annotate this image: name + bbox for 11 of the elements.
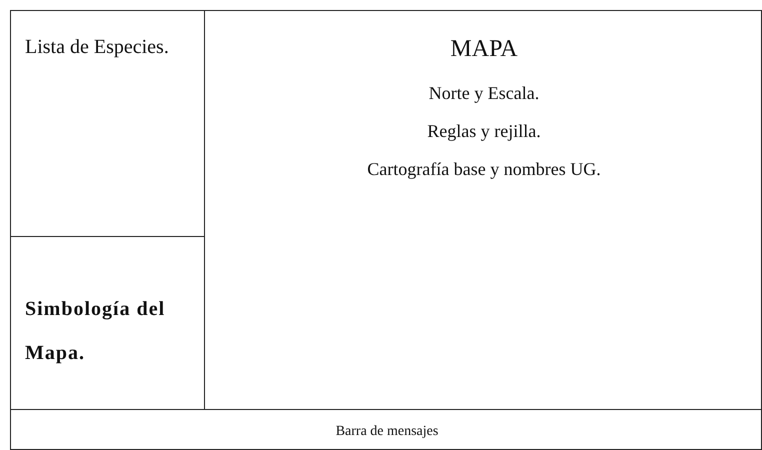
map-legend-panel <box>10 236 206 411</box>
map-panel <box>204 10 762 411</box>
species-list-panel <box>10 10 206 238</box>
panel-title: Lista de Especies. <box>25 35 170 60</box>
status-text: Barra de mensajes <box>334 423 440 441</box>
panel-title: MAPA <box>449 35 519 64</box>
panel-title: Simbología del Mapa. <box>25 297 166 366</box>
map-feature-text: Reglas y rejilla. <box>426 120 542 143</box>
map-feature-text: Norte y Escala. <box>428 82 540 105</box>
map-feature-text: Cartografía base y nombres UG. <box>366 158 602 181</box>
message-bar <box>10 409 762 450</box>
